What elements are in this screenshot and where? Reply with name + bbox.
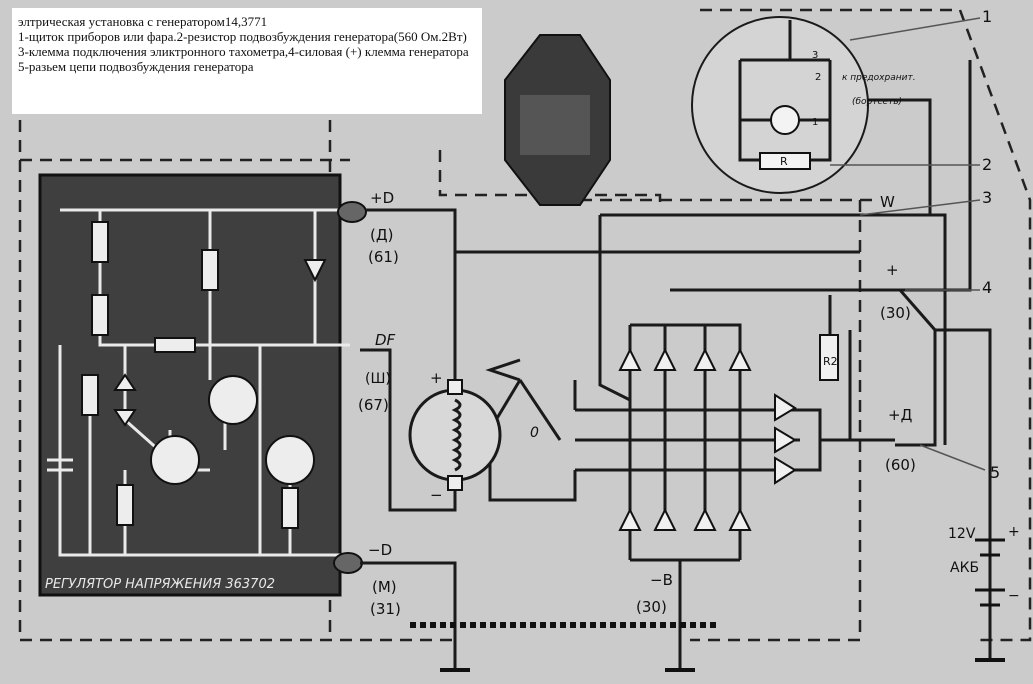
transistor-t3 xyxy=(265,435,315,485)
callout-1: 1 xyxy=(982,7,992,26)
callout-2: 2 xyxy=(982,155,992,174)
label-plus-motor: + xyxy=(430,369,443,387)
resistor-r7 xyxy=(281,487,299,529)
transistor-t2 xyxy=(208,375,258,425)
regulator-components xyxy=(47,221,327,529)
resistor-r5 xyxy=(81,374,99,416)
label-lamp-n2: 2 xyxy=(815,72,821,83)
label-lamp-to-net: (бортсеть) xyxy=(852,97,902,107)
resistor-r22 xyxy=(819,334,839,381)
zener-diode xyxy=(113,373,137,427)
label-plus: + xyxy=(886,261,899,279)
label-lamp-n1: 1 xyxy=(812,117,818,128)
resistor-r4 xyxy=(154,337,196,353)
brush-plus xyxy=(447,379,463,395)
resistor-r1 xyxy=(91,221,109,263)
label-minus-motor: − xyxy=(430,486,443,504)
callout-4: 4 xyxy=(982,278,992,297)
capacitor xyxy=(47,458,73,472)
resistor-r2 xyxy=(91,294,109,336)
resistor-r6 xyxy=(116,484,134,526)
brush-minus xyxy=(447,475,463,491)
label-akb: АКБ xyxy=(950,560,979,576)
label-minus-d-ru: (М) xyxy=(372,578,397,596)
label-minus-d: −D xyxy=(368,541,392,559)
callout-5: 5 xyxy=(990,463,1000,482)
label-r22: R2 xyxy=(823,355,838,368)
label-r: R xyxy=(780,155,788,168)
resistor-r3 xyxy=(201,249,219,291)
label-12v: 12V xyxy=(948,526,976,542)
caption-line-2: 3-клемма подключения эликтронного тахоме… xyxy=(18,44,469,59)
caption-line-1: 1-щиток приборов или фара.2-резистор под… xyxy=(18,29,467,44)
terminal-plus-d xyxy=(337,201,367,223)
resistor-r-panel xyxy=(759,152,811,170)
label-df-ru: (Ш) xyxy=(365,371,391,387)
label-regulator: РЕГУЛЯТОР НАПРЯЖЕНИЯ 363702 xyxy=(45,577,275,592)
transistor-t1 xyxy=(150,435,200,485)
callout-lines xyxy=(830,17,986,471)
label-df: DF xyxy=(375,331,396,349)
caption-title: элтрическая установка с генератором14,37… xyxy=(18,14,268,29)
rectifier-diodes xyxy=(618,334,839,531)
label-lamp-to-fuse: к предохранит. xyxy=(842,73,916,83)
caption-box: элтрическая установка с генератором14,37… xyxy=(12,8,482,114)
label-batt-plus: + xyxy=(1008,524,1020,540)
rotor-winding xyxy=(451,398,462,472)
label-lamp-n3: 3 xyxy=(812,50,818,61)
regulator-module-border xyxy=(38,173,342,597)
chip-face xyxy=(520,95,590,155)
label-batt-minus: − xyxy=(1008,588,1020,604)
label-plus-num: (30) xyxy=(880,304,911,322)
label-minus-b: −B xyxy=(650,571,673,589)
generator-rotor xyxy=(408,388,502,482)
caption-line-3: 5-разьем цепи подвозбуждения генератора xyxy=(18,59,254,74)
label-zero: 0 xyxy=(530,425,539,441)
label-df-num: (67) xyxy=(358,396,389,414)
callout-3: 3 xyxy=(982,188,992,207)
indicator-lamp xyxy=(770,105,800,135)
label-plus-d2-num: (60) xyxy=(885,456,916,474)
label-w: W xyxy=(880,193,895,211)
diode-regulator xyxy=(303,259,327,283)
ground-symbols xyxy=(410,622,1005,672)
label-plus-d2: +Д xyxy=(888,406,912,424)
label-minus-b-num: (30) xyxy=(636,598,667,616)
label-minus-d-num: (31) xyxy=(370,600,401,618)
label-plus-d-num: (61) xyxy=(368,248,399,266)
label-plus-d: +D xyxy=(370,189,394,207)
regulator-terminals xyxy=(333,201,367,574)
terminal-minus-d xyxy=(333,552,363,574)
label-plus-d-ru: (Д) xyxy=(370,226,393,244)
battery xyxy=(975,538,1005,607)
